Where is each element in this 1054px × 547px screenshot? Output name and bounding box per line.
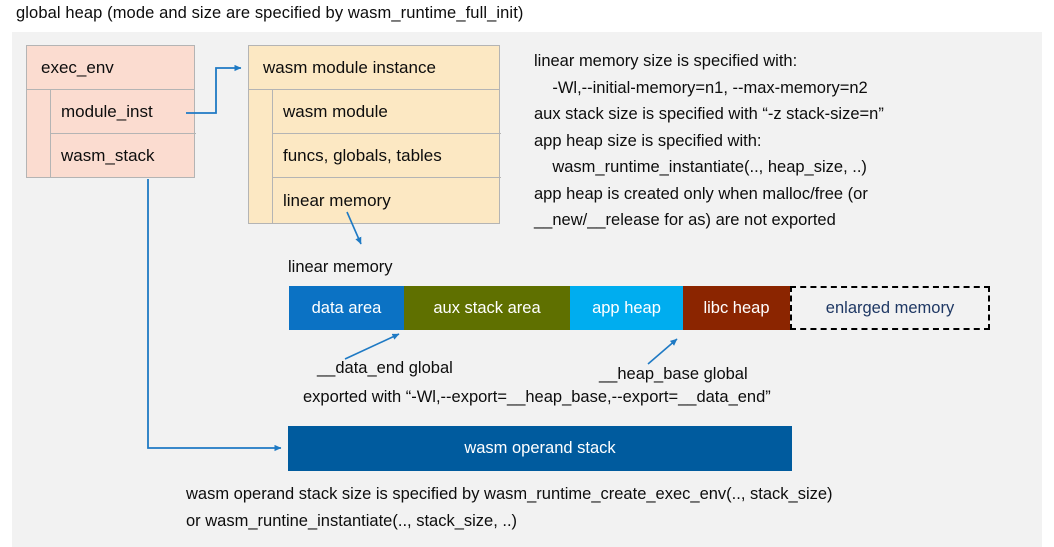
memory-segment-label: data area bbox=[311, 298, 382, 317]
exec-env-row-label: module_inst bbox=[61, 101, 153, 121]
memory-segment-aux-stack-area: aux stack area bbox=[404, 286, 570, 330]
heap-base-global-label: __heap_base global bbox=[599, 365, 748, 383]
exec-env-row-label: wasm_stack bbox=[61, 146, 155, 165]
module-instance-row-label: funcs, globals, tables bbox=[283, 145, 442, 165]
memory-segment-label: enlarged memory bbox=[825, 298, 955, 317]
module-instance-row-linear-memory: linear memory bbox=[273, 178, 501, 224]
module-instance-row-wasm-module: wasm module bbox=[273, 90, 501, 134]
memory-segment-app-heap: app heap bbox=[570, 286, 683, 330]
exec-env-indent-column bbox=[27, 90, 51, 177]
module-instance-row-label: wasm module bbox=[283, 101, 388, 121]
exec-env-title: exec_env bbox=[41, 57, 114, 77]
module-instance-title: wasm module instance bbox=[263, 57, 436, 77]
exec-env-row-wasm-stack: wasm_stack bbox=[51, 134, 196, 178]
exec-env-header-box: exec_env bbox=[26, 45, 195, 90]
memory-segment-label: app heap bbox=[592, 298, 661, 317]
memory-segment-label: libc heap bbox=[703, 298, 770, 317]
exported-globals-note: exported with “-Wl,--export=__heap_base,… bbox=[303, 388, 771, 406]
page-title: global heap (mode and size are specified… bbox=[16, 4, 524, 22]
memory-segment-label: aux stack area bbox=[433, 298, 541, 317]
module-instance-row-funcs-globals-tables: funcs, globals, tables bbox=[273, 134, 501, 178]
module-instance-indent-column bbox=[249, 90, 273, 223]
exec-env-body-box: module_inst wasm_stack bbox=[26, 90, 196, 178]
exec-env-row-module-inst: module_inst bbox=[51, 90, 196, 134]
memory-segment-data-area: data area bbox=[289, 286, 404, 330]
memory-segment-libc-heap: libc heap bbox=[683, 286, 790, 330]
operand-stack-note: wasm operand stack size is specified by … bbox=[186, 485, 833, 530]
memory-config-note: linear memory size is specified with: -W… bbox=[534, 52, 884, 229]
data-end-global-label: __data_end global bbox=[317, 359, 453, 377]
wasm-operand-stack-label: wasm operand stack bbox=[464, 439, 616, 457]
module-instance-header-box: wasm module instance bbox=[248, 45, 500, 90]
wasm-operand-stack-box: wasm operand stack bbox=[288, 426, 792, 471]
memory-segment-enlarged-memory: enlarged memory bbox=[790, 286, 990, 330]
linear-memory-strip: data area aux stack area app heap libc heap… bbox=[289, 286, 990, 330]
module-instance-row-label: linear memory bbox=[283, 191, 391, 210]
linear-memory-strip-label: linear memory bbox=[288, 258, 393, 276]
module-instance-body-box: wasm module funcs, globals, tables linea… bbox=[248, 90, 501, 224]
